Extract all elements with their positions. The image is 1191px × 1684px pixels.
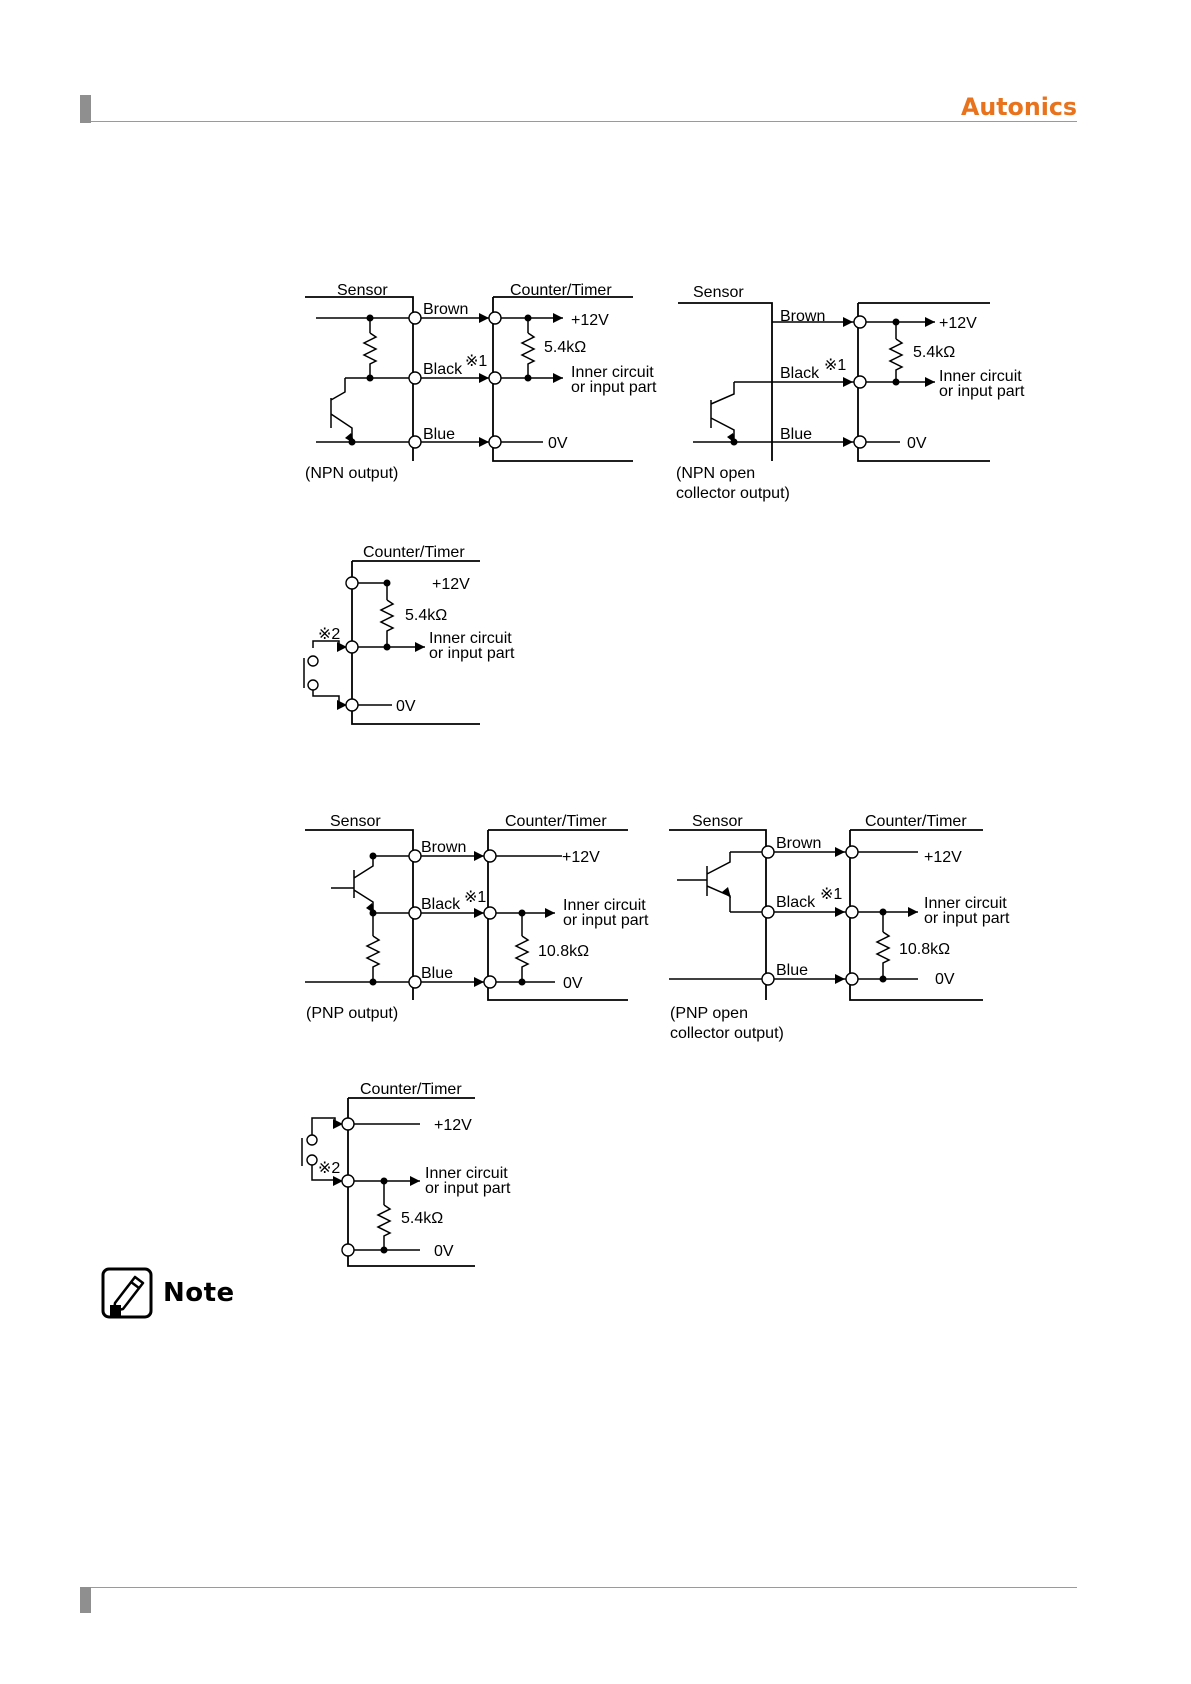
footer-bar — [80, 1587, 91, 1613]
header-bar — [80, 95, 91, 123]
note1-mark: ※1 — [820, 886, 842, 903]
note-pencil-icon — [101, 1267, 153, 1319]
inner-circuit-label: Inner circuit — [939, 368, 1022, 385]
counter-timer-label: Counter/Timer — [510, 282, 612, 299]
resistor-label: 5.4kΩ — [544, 339, 586, 356]
supply-12v-label: +12V — [434, 1117, 472, 1134]
sensor-label: Sensor — [693, 284, 744, 301]
diagram-contact-input-npn: Counter/Timer +12V 5.4kΩ ※2 Inner circui… — [303, 544, 515, 725]
supply-12v-label: +12V — [562, 849, 600, 866]
supply-12v-label: +12V — [571, 312, 609, 329]
caption-npn-oc-line1: (NPN open — [676, 465, 755, 482]
counter-timer-label: Counter/Timer — [363, 544, 465, 561]
note1-mark: ※1 — [465, 353, 487, 370]
supply-12v-label: +12V — [924, 849, 962, 866]
resistor-label: 10.8kΩ — [538, 943, 589, 960]
note1-mark: ※1 — [464, 889, 486, 906]
inner-circuit-label: Inner circuit — [429, 630, 512, 647]
diagram-npn-open-collector: Sensor Brown Black ※1 Blue +12V 5.4kΩ In… — [676, 284, 1025, 502]
counter-timer-label: Counter/Timer — [505, 813, 607, 830]
ground-0v-label: 0V — [935, 971, 955, 988]
ground-0v-label: 0V — [548, 435, 568, 452]
caption-npn-output: (NPN output) — [305, 465, 398, 482]
black-wire-label: Black — [780, 365, 820, 382]
diagram-contact-input-pnp: Counter/Timer +12V ※2 Inner circuit or i… — [301, 1081, 511, 1267]
ground-0v-label: 0V — [563, 975, 583, 992]
blue-wire-label: Blue — [780, 426, 812, 443]
header-rule — [91, 121, 1077, 122]
note2-mark: ※2 — [318, 626, 340, 643]
caption-pnp-output: (PNP output) — [306, 1005, 398, 1022]
supply-12v-label: +12V — [432, 576, 470, 593]
sensor-label: Sensor — [692, 813, 743, 830]
black-wire-label: Black — [421, 896, 461, 913]
resistor-label: 5.4kΩ — [405, 607, 447, 624]
brown-wire-label: Brown — [780, 308, 825, 325]
diagram-npn-output: Sensor Counter/Timer Brown Black ※1 Blue… — [305, 282, 657, 482]
blue-wire-label: Blue — [423, 426, 455, 443]
input-part-label: or input part — [939, 383, 1025, 400]
diagram-pnp-output: Sensor Counter/Timer Brown Black ※1 Blue… — [305, 813, 649, 1022]
resistor-label: 5.4kΩ — [401, 1210, 443, 1227]
input-part-label: or input part — [571, 379, 657, 396]
inner-circuit-label: Inner circuit — [571, 364, 654, 381]
note2-mark: ※2 — [318, 1160, 340, 1177]
input-part-label: or input part — [429, 645, 515, 662]
note-label: Note — [163, 1278, 235, 1308]
input-part-label: or input part — [924, 910, 1010, 927]
diagram-pnp-open-collector: Sensor Counter/Timer Brown Black ※1 Blue… — [669, 813, 1010, 1042]
counter-timer-label: Counter/Timer — [865, 813, 967, 830]
ground-0v-label: 0V — [396, 698, 416, 715]
input-part-label: or input part — [563, 912, 649, 929]
brown-wire-label: Brown — [776, 835, 821, 852]
supply-12v-label: +12V — [939, 315, 977, 332]
caption-pnp-oc-line1: (PNP open — [670, 1005, 748, 1022]
brand-logo-text: Autonics — [961, 93, 1077, 121]
black-wire-label: Black — [776, 894, 816, 911]
brand-logo: Autonics — [961, 93, 1077, 121]
ground-0v-label: 0V — [434, 1243, 454, 1260]
inner-circuit-label: Inner circuit — [924, 895, 1007, 912]
sensor-label: Sensor — [330, 813, 381, 830]
inner-circuit-label: Inner circuit — [425, 1165, 508, 1182]
resistor-label: 10.8kΩ — [899, 941, 950, 958]
counter-timer-label: Counter/Timer — [360, 1081, 462, 1098]
footer-rule — [91, 1587, 1077, 1588]
caption-npn-oc-line2: collector output) — [676, 485, 790, 502]
resistor-label: 5.4kΩ — [913, 344, 955, 361]
caption-pnp-oc-line2: collector output) — [670, 1025, 784, 1042]
note1-mark: ※1 — [824, 357, 846, 374]
black-wire-label: Black — [423, 361, 463, 378]
blue-wire-label: Blue — [776, 962, 808, 979]
sensor-label: Sensor — [337, 282, 388, 299]
ground-0v-label: 0V — [907, 435, 927, 452]
input-part-label: or input part — [425, 1180, 511, 1197]
brown-wire-label: Brown — [421, 839, 466, 856]
blue-wire-label: Blue — [421, 965, 453, 982]
brown-wire-label: Brown — [423, 301, 468, 318]
inner-circuit-label: Inner circuit — [563, 897, 646, 914]
